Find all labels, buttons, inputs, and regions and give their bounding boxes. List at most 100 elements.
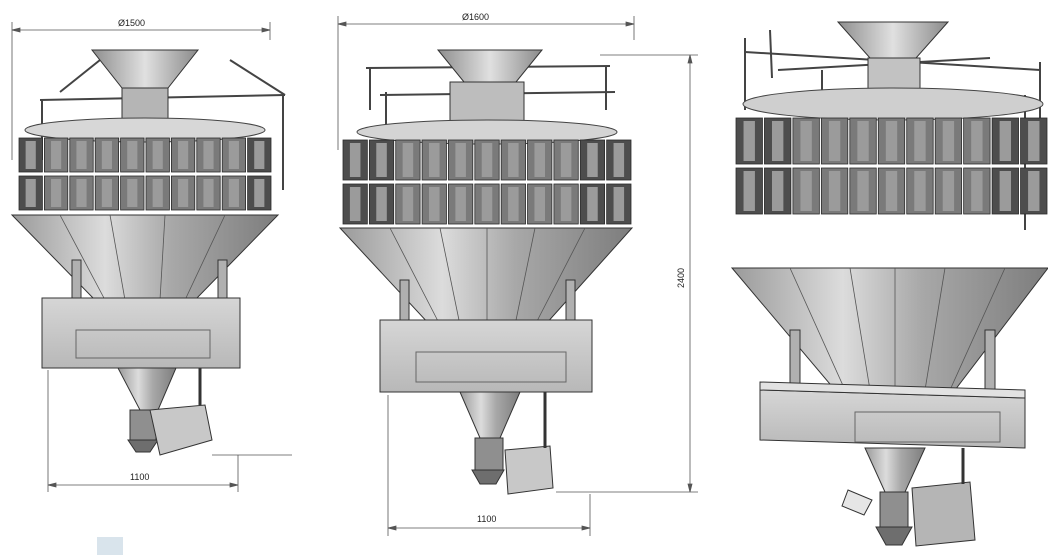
discharge-chute	[338, 227, 634, 326]
bucket-face	[51, 141, 62, 169]
bucket-ring	[18, 137, 272, 211]
top-cone-plate	[24, 117, 266, 143]
bucket-face	[127, 179, 138, 207]
bucket-face	[25, 141, 36, 169]
bucket-face	[178, 179, 189, 207]
bucket-face	[455, 187, 466, 221]
top-cone-plate	[742, 87, 1044, 121]
control-box	[504, 445, 554, 495]
top-diameter-dimension	[337, 16, 635, 150]
bucket-face	[771, 121, 784, 161]
collector-funnel	[864, 447, 926, 493]
bucket-face	[560, 187, 572, 221]
bucket-face	[914, 171, 926, 211]
bucket-face	[228, 179, 239, 207]
control-box	[911, 481, 976, 547]
bucket-face	[51, 179, 62, 207]
control-box	[149, 404, 213, 456]
bucket-face	[76, 179, 87, 207]
bucket-face	[743, 171, 755, 211]
bucket-face	[999, 171, 1012, 211]
bucket-face	[402, 187, 414, 221]
bucket-face	[914, 121, 926, 161]
bucket-face	[376, 187, 387, 221]
bucket-face	[587, 187, 598, 221]
bucket-face	[203, 179, 214, 207]
bucket-face	[743, 121, 755, 161]
height-dimension	[556, 54, 698, 493]
bucket-face	[613, 187, 625, 221]
bucket-face	[508, 187, 519, 221]
bucket-face	[885, 121, 898, 161]
top-diameter-label: Ø1600	[462, 12, 489, 22]
base-width-label: 1100	[130, 472, 149, 482]
top-diameter-dimension	[11, 22, 271, 160]
height-label: 2400	[676, 268, 686, 288]
corner-square	[97, 537, 123, 555]
discharge-chute	[10, 214, 280, 301]
bucket-face	[349, 143, 361, 177]
feed-hopper	[436, 49, 544, 83]
bucket-face	[971, 121, 983, 161]
bucket-face	[254, 179, 265, 207]
base-frame	[759, 389, 1026, 449]
base-width-dimension	[387, 395, 591, 536]
bucket-face	[76, 141, 87, 169]
bucket-face	[25, 179, 36, 207]
bucket-face	[828, 171, 841, 211]
weigher-view-middle: Ø1600	[337, 12, 698, 536]
bucket-face	[349, 187, 361, 221]
bucket-face	[942, 121, 955, 161]
bucket-face	[857, 121, 869, 161]
bucket-face	[534, 143, 545, 177]
discharge-chute	[730, 267, 1048, 391]
collector-funnel	[117, 367, 177, 411]
bucket-face	[127, 141, 138, 169]
bucket-face	[481, 187, 493, 221]
bucket-ring	[735, 117, 1048, 215]
bucket-face	[203, 141, 214, 169]
bucket-face	[228, 141, 239, 169]
bucket-face	[560, 143, 572, 177]
base-frame	[379, 319, 593, 393]
bucket-face	[101, 179, 112, 207]
bucket-face	[587, 143, 598, 177]
bucket-face	[152, 141, 163, 169]
bucket-face	[429, 143, 440, 177]
bucket-face	[857, 171, 869, 211]
weigher-view-left: Ø1500	[10, 18, 292, 492]
bucket-face	[481, 143, 493, 177]
bucket-face	[152, 179, 163, 207]
bucket-face	[508, 143, 519, 177]
collector-funnel	[459, 391, 521, 439]
bucket-face	[828, 121, 841, 161]
base-frame	[41, 297, 241, 369]
bucket-face	[1028, 171, 1040, 211]
feed-hopper	[90, 49, 200, 89]
bucket-face	[1028, 121, 1040, 161]
bucket-face	[534, 187, 545, 221]
base-width-dimension	[47, 370, 292, 492]
bucket-face	[376, 143, 387, 177]
bucket-face	[800, 171, 812, 211]
top-diameter-label: Ø1500	[118, 18, 145, 28]
bucket-face	[101, 141, 112, 169]
feed-hopper	[836, 21, 950, 59]
bucket-ring	[342, 139, 632, 225]
bucket-face	[402, 143, 414, 177]
bucket-face	[178, 141, 189, 169]
bucket-face	[800, 121, 812, 161]
bucket-face	[999, 121, 1012, 161]
bucket-face	[429, 187, 440, 221]
bucket-face	[254, 141, 265, 169]
bucket-face	[885, 171, 898, 211]
bucket-face	[971, 171, 983, 211]
weigher-view-right	[730, 21, 1048, 547]
base-width-label: 1100	[477, 514, 496, 524]
bucket-face	[613, 143, 625, 177]
bucket-face	[455, 143, 466, 177]
bucket-face	[942, 171, 955, 211]
bucket-face	[771, 171, 784, 211]
